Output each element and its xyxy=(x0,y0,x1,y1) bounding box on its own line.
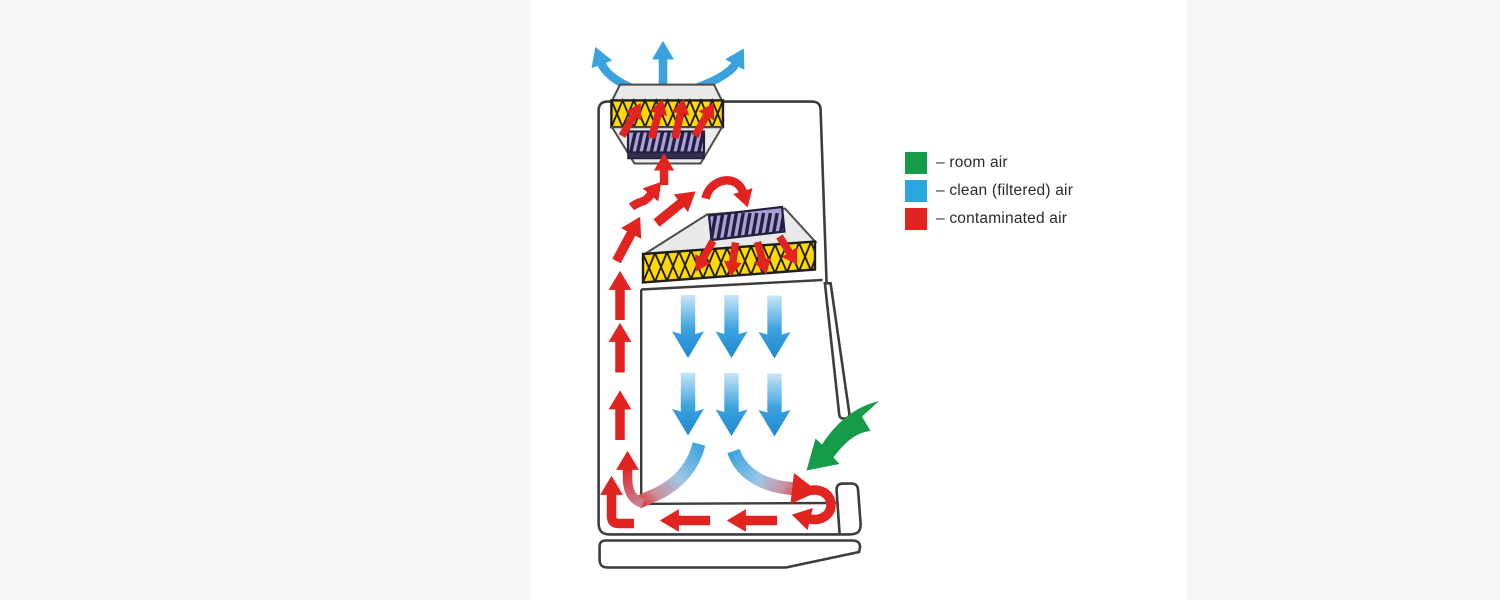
legend-item-contaminated-air: – contaminated air xyxy=(905,208,1073,230)
cabinet-base xyxy=(598,539,862,569)
legend-item-clean-air: – clean (filtered) air xyxy=(905,180,1073,202)
room-air-inflow-arrow xyxy=(806,401,879,471)
sash-glass xyxy=(823,282,851,420)
fan-blades xyxy=(709,212,785,240)
rear-grille-up-arrow xyxy=(616,450,645,509)
swoosh-to-rear-grille xyxy=(635,442,706,509)
room-air-label: – room air xyxy=(936,154,1008,171)
exhaust-plenum xyxy=(610,83,724,102)
work-chamber-top-edge xyxy=(641,278,823,291)
rear-plenum-turn-arrow xyxy=(600,475,634,529)
fan-blades xyxy=(628,132,704,153)
contaminated-air-exhaust-arrows xyxy=(618,99,715,185)
airflow-split-swooshes xyxy=(635,442,818,509)
contaminated-air-riser-arrows xyxy=(608,176,753,440)
contaminated-air-return-arrows xyxy=(600,450,836,532)
supply-blower-fan xyxy=(707,205,786,242)
clean-air-downflow-arrows xyxy=(672,295,791,437)
clean-air-label: – clean (filtered) air xyxy=(936,182,1074,199)
cabinet-outline xyxy=(597,100,862,536)
contaminated-air-label: – contaminated air xyxy=(936,210,1068,227)
front-grille-hook-arrow xyxy=(791,485,836,531)
exhaust-blower-fan xyxy=(626,130,706,160)
supply-filter-assembly xyxy=(641,205,818,284)
legend: – room air – clean (filtered) air – cont… xyxy=(905,152,1073,236)
swoosh-to-front-grille xyxy=(727,448,818,505)
room-air-swatch xyxy=(905,152,927,174)
legend-item-room-air: – room air xyxy=(905,152,1073,174)
contaminated-air-swatch xyxy=(905,208,927,230)
air-pushdown-arrows xyxy=(695,234,798,277)
clean-air-swatch xyxy=(905,180,927,202)
